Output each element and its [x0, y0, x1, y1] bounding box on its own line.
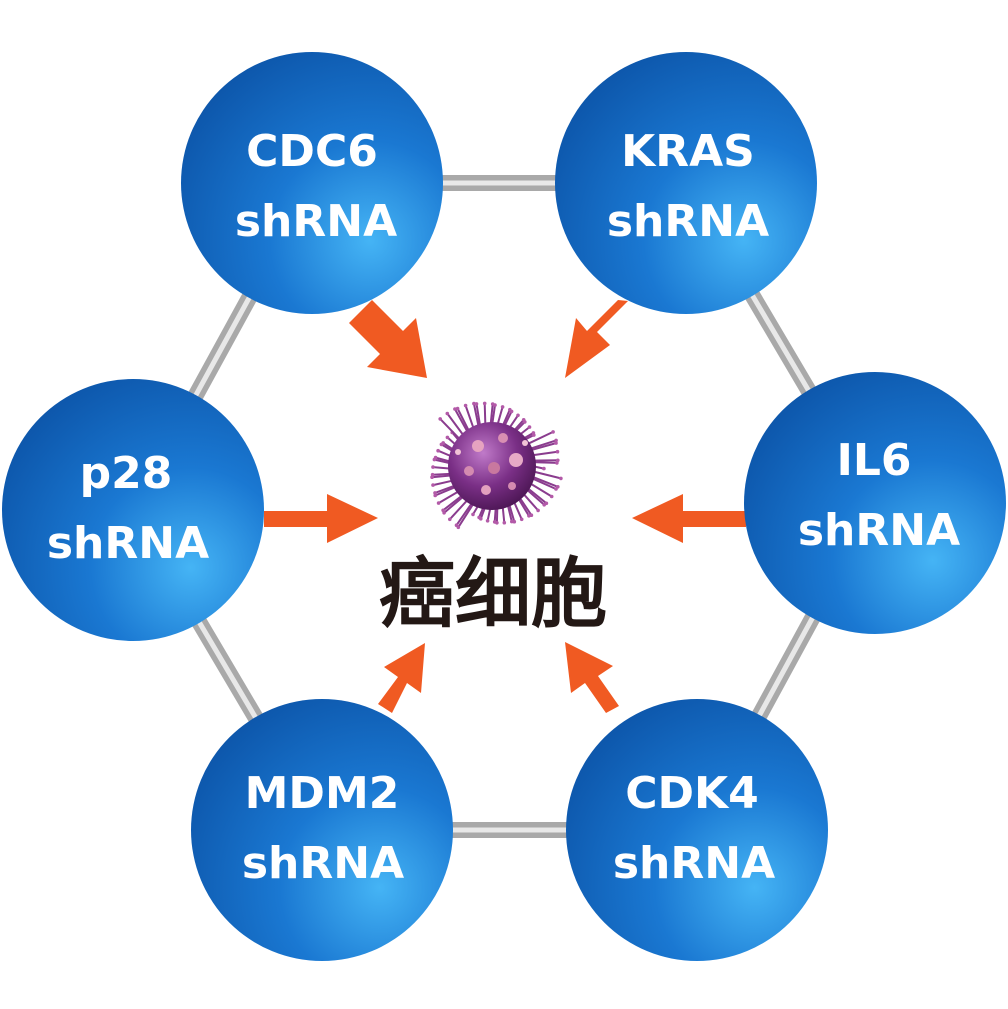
- node-il6-line2: shRNA: [798, 505, 960, 556]
- node-cdc6: CDC6 shRNA: [181, 52, 443, 314]
- node-mdm2-line2: shRNA: [242, 838, 404, 889]
- arrow-from-il6: [632, 494, 746, 543]
- node-kras-line2: shRNA: [607, 196, 769, 247]
- node-p28-line1: p28: [80, 448, 173, 499]
- node-p28: p28 shRNA: [2, 379, 264, 641]
- arrow-from-p28: [264, 494, 378, 543]
- arrow-from-kras: [565, 300, 628, 378]
- node-cdc6-line2: shRNA: [235, 196, 397, 247]
- node-il6-line1: IL6: [836, 435, 911, 486]
- node-mdm2: MDM2 shRNA: [191, 699, 453, 961]
- node-kras: KRAS shRNA: [555, 52, 817, 314]
- node-kras-line1: KRAS: [621, 126, 755, 177]
- node-cdc6-line1: CDC6: [246, 126, 378, 177]
- arrows-group: [264, 300, 746, 713]
- cancer-cell-icon: [430, 401, 563, 530]
- arrow-from-mdm2: [378, 643, 425, 713]
- center-label: 癌细胞: [379, 549, 607, 638]
- node-il6: IL6 shRNA: [744, 372, 1006, 634]
- node-mdm2-line1: MDM2: [245, 768, 400, 819]
- arrow-from-cdc6: [349, 300, 427, 378]
- node-cdk4: CDK4 shRNA: [566, 699, 828, 961]
- arrow-from-cdk4: [565, 642, 619, 713]
- node-cdk4-line2: shRNA: [613, 838, 775, 889]
- node-cdk4-line1: CDK4: [625, 768, 759, 819]
- node-p28-line2: shRNA: [47, 518, 209, 569]
